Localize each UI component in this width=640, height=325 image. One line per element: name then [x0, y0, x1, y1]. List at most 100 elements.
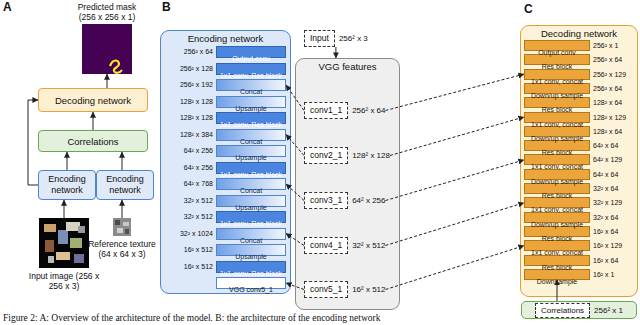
figure-caption: Figure 2: A: Overview of the architectur… [3, 313, 381, 324]
vgg-layer: conv1_1 256² x 64 [304, 102, 386, 119]
arrow [122, 152, 123, 170]
tensor-size: 256² x 3 [339, 33, 368, 44]
tensor-size: 256² x 64 [593, 84, 622, 93]
tensor-size: 32² x 512 [184, 196, 213, 206]
arrow [67, 152, 68, 170]
encoder-layer: Concat128² x 384 [216, 129, 286, 141]
layer-name: 1x1 conv, concat [531, 77, 583, 86]
arrow [386, 203, 525, 246]
layer-name: Res block [542, 191, 573, 200]
arrow [107, 74, 108, 88]
layer-name: Res block [542, 234, 573, 243]
photo-patch [74, 254, 84, 263]
photo-patch [66, 222, 80, 231]
tensor-size: 32² x 129 [593, 198, 622, 207]
tensor-size: 16² x 1 [593, 270, 614, 279]
layer-name: Downsample [537, 277, 577, 286]
layer-name: 1x1 conv, concat [531, 120, 583, 129]
tensor-size: 64² x 129 [593, 155, 622, 164]
layer-name: Upsample [235, 252, 267, 262]
layer-name: Output conv [232, 54, 270, 64]
layer-name: conv4_1 [304, 237, 348, 254]
decoder-panel: Decoding networkOutput conv256² x 1 Res b… [520, 25, 638, 297]
tensor-size: 32² x 64 [593, 184, 618, 193]
tensor-size: 128² x 128 [180, 113, 213, 123]
tensor-size: 256² x 64 [184, 47, 213, 57]
layer-name: 1x1 conv, Res block [220, 170, 282, 180]
panel-letter: A [3, 1, 12, 14]
tensor-size: 256² x 129 [593, 70, 626, 79]
layer-name: 1x1 conv, concat [531, 162, 583, 171]
layer-name: Upsample [235, 203, 267, 213]
panel-title: Encoding network [161, 33, 290, 44]
tensor-size: 128² x 64 [593, 127, 622, 136]
decoder-layer: Output conv256² x 1 [524, 40, 590, 51]
encoder-block: Encoding network [38, 170, 96, 200]
encoder-layer: 1x1 conv, Res block64² x 256 [216, 162, 286, 174]
tensor-size: 128² x 64 [593, 98, 622, 107]
input-photo [39, 218, 89, 268]
layer-name: conv2_1 [304, 147, 348, 164]
vgg-layer: conv2_1 128² x 128 [304, 147, 390, 164]
layer-name: 1x1 conv, concat [531, 205, 583, 214]
arrow [64, 200, 65, 218]
tensor-size: 128² x 384 [180, 130, 213, 140]
tensor-size: 256² x 64 [352, 105, 385, 116]
texture-patch [123, 222, 129, 226]
arrow [386, 74, 525, 110]
block-name: Correlations [67, 136, 118, 147]
tensor-size: 32² x 512 [352, 240, 385, 251]
layer-name: Concat [240, 87, 262, 97]
layer-name: 1x1 conv, Res block [220, 120, 282, 130]
tensor-size: 64² x 64 [593, 170, 618, 179]
layer-name: 1x1 conv, Res block [220, 269, 282, 279]
tensor-size: 32² x 64 [593, 213, 618, 222]
decoder-block: Decoding network [38, 88, 148, 112]
arrow [93, 112, 94, 130]
correlation-block: Correlations [38, 130, 148, 152]
image-caption: Input image (256 x 256 x 3) [27, 271, 101, 291]
tensor-size: 128² x 128 [352, 150, 390, 161]
tensor-size: 256² x 1 [594, 305, 623, 316]
mask-image [82, 24, 132, 74]
tensor-size: 16² x 512 [352, 284, 385, 295]
photo-patch [44, 224, 56, 232]
input-tensor: Input 256² x 3 [304, 30, 368, 47]
tensor-size: 16² x 512 [184, 262, 213, 272]
arrow [390, 117, 524, 156]
vgg-layer: conv3_164² x 256 [304, 192, 386, 209]
encoder-layer: Output conv256² x 64 [216, 46, 286, 58]
layer-name: 1x1 conv, concat [531, 248, 583, 257]
tensor-size: 256² x 1 [593, 41, 618, 50]
photo-patch [58, 230, 68, 244]
arrow [386, 246, 525, 290]
tensor-size: 16² x 512 [184, 245, 213, 255]
arrow [386, 160, 525, 201]
layer-name: conv5_1 [304, 281, 348, 298]
photo-patch [56, 252, 70, 260]
tensor-size: 128² x 129 [593, 113, 626, 122]
layer-name: conv1_1 [304, 102, 348, 119]
layer-name: Input [304, 30, 335, 47]
layer-name: Concat [240, 186, 262, 196]
tensor-size: 32² x 1024 [180, 229, 213, 239]
panel-title: VGG features [296, 61, 399, 72]
tensor-size: 64² x 256 [184, 146, 213, 156]
layer-name: 1x1 conv, Res block [220, 71, 282, 81]
tensor-size: 64² x 256 [184, 163, 213, 173]
panel-letter: C [524, 3, 533, 16]
layer-name: Correlations [535, 303, 590, 318]
layer-name: Concat [240, 137, 262, 147]
layer-name: Res block [542, 148, 573, 157]
photo-patch [48, 256, 54, 263]
tensor-size: 64² x 64 [593, 141, 618, 150]
panel-title: Decoding network [521, 28, 637, 39]
tensor-size: 256² x 128 [180, 64, 213, 74]
encoder-layer: Concat64² x 768 [216, 178, 286, 190]
arrow [28, 100, 38, 185]
layer-name: Concat [240, 236, 262, 246]
encoder-block: Encoding network [96, 170, 154, 200]
texture-image [113, 218, 131, 236]
layer-name: Down/up sample [531, 134, 583, 143]
image-caption: Reference texture (64 x 64 x 3) [83, 239, 161, 259]
